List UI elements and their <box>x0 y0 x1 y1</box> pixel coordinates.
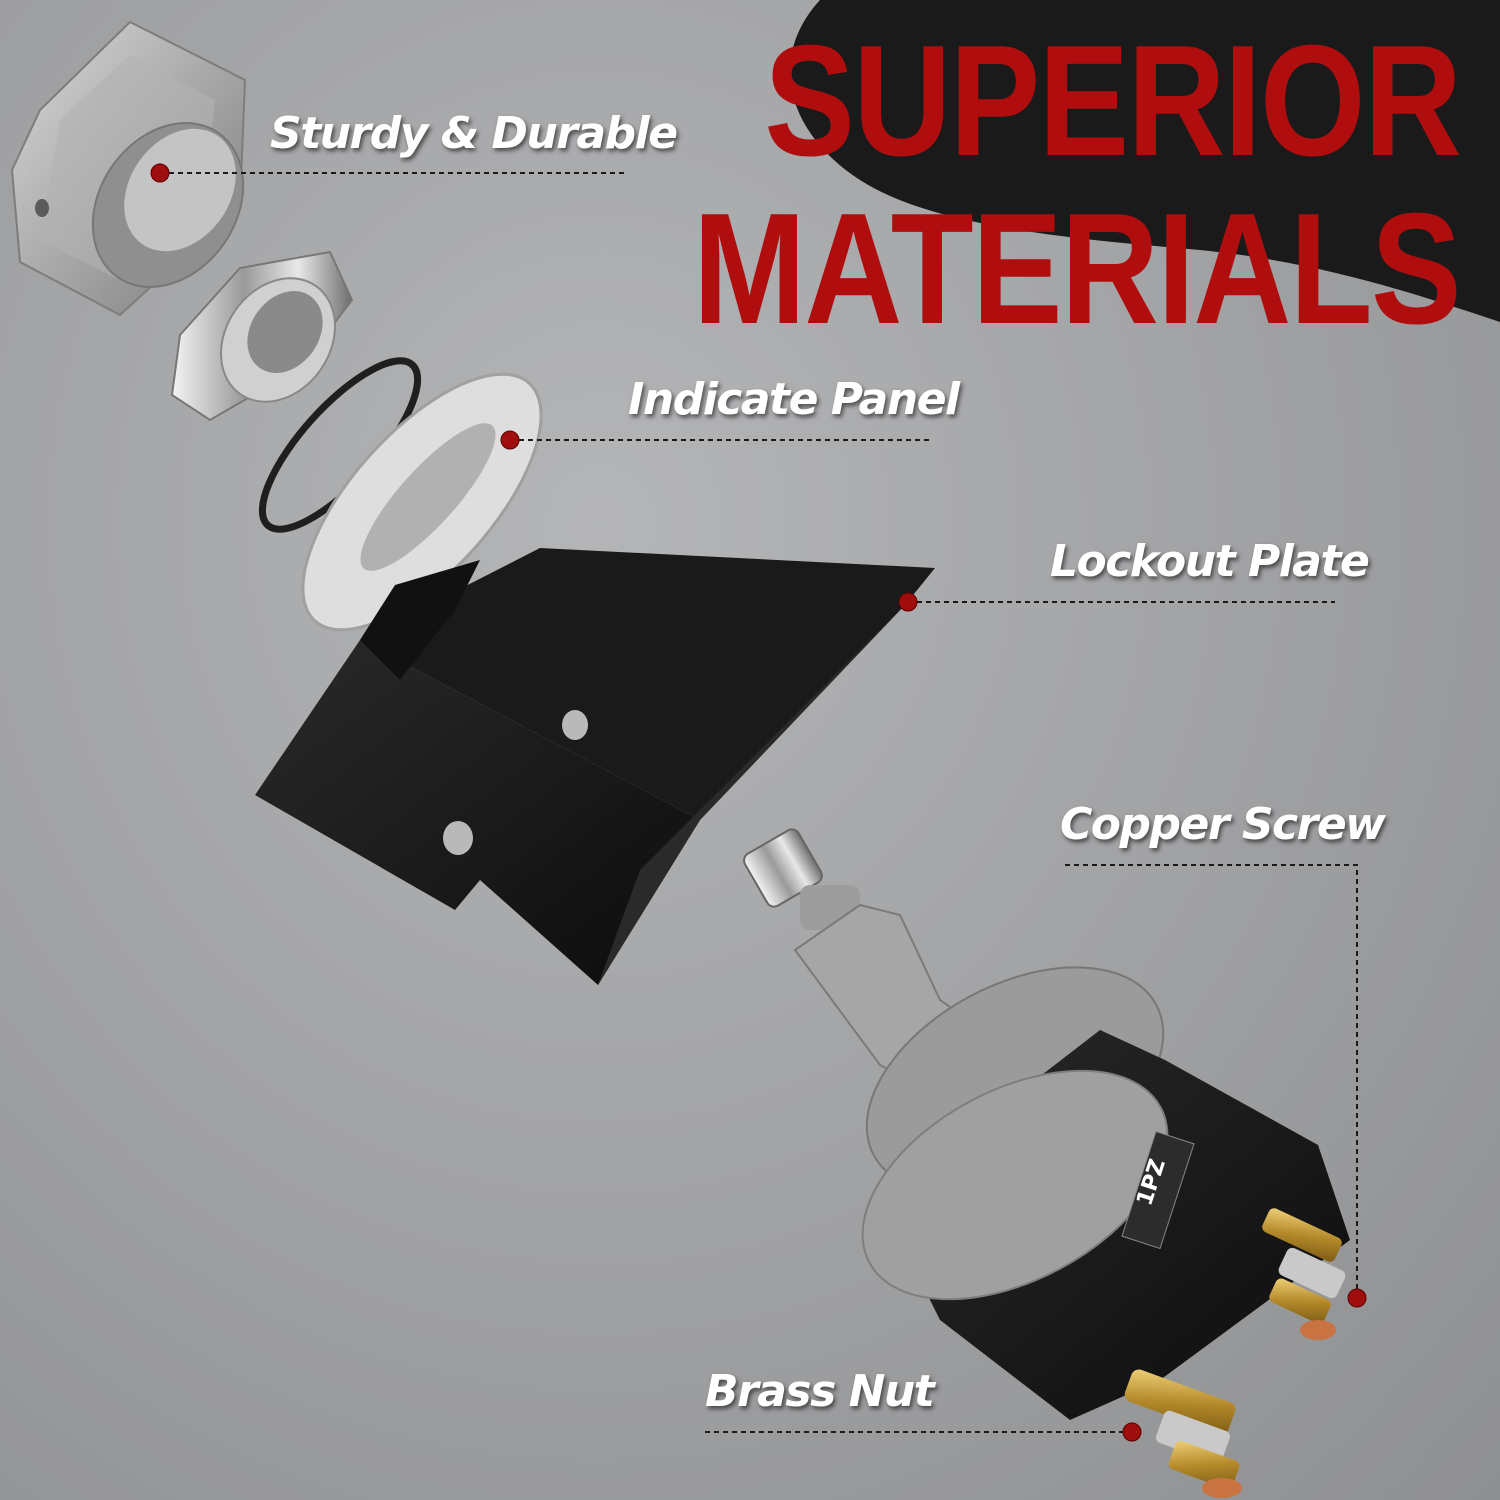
marker-copper <box>1347 1288 1367 1308</box>
headline-line-1: SUPERIOR <box>764 13 1462 189</box>
battery-switch <box>743 828 1350 1498</box>
callout-copper-screw: Copper Screw <box>1060 799 1386 850</box>
callout-markers <box>150 163 1367 1442</box>
hex-nut <box>170 250 354 422</box>
marker-lockout <box>898 592 918 612</box>
callout-indicate-panel: Indicate Panel <box>628 374 960 425</box>
marker-sturdy <box>150 163 170 183</box>
callout-sturdy-durable: Sturdy & Durable <box>270 108 678 159</box>
marker-brass <box>1122 1422 1142 1442</box>
callout-lockout-plate: Lockout Plate <box>1050 536 1370 587</box>
upper-terminal <box>1262 1208 1346 1340</box>
lower-terminal <box>1124 1369 1242 1498</box>
leader-lines <box>160 172 1358 1433</box>
headline-badge <box>790 0 1500 322</box>
mounting-flange <box>10 20 247 317</box>
callout-brass-nut: Brass Nut <box>705 1366 935 1417</box>
headline-line-2: MATERIALS <box>692 181 1462 357</box>
lockout-bracket <box>255 548 935 985</box>
marker-panel <box>500 430 520 450</box>
indicate-panel-plate <box>301 372 543 632</box>
